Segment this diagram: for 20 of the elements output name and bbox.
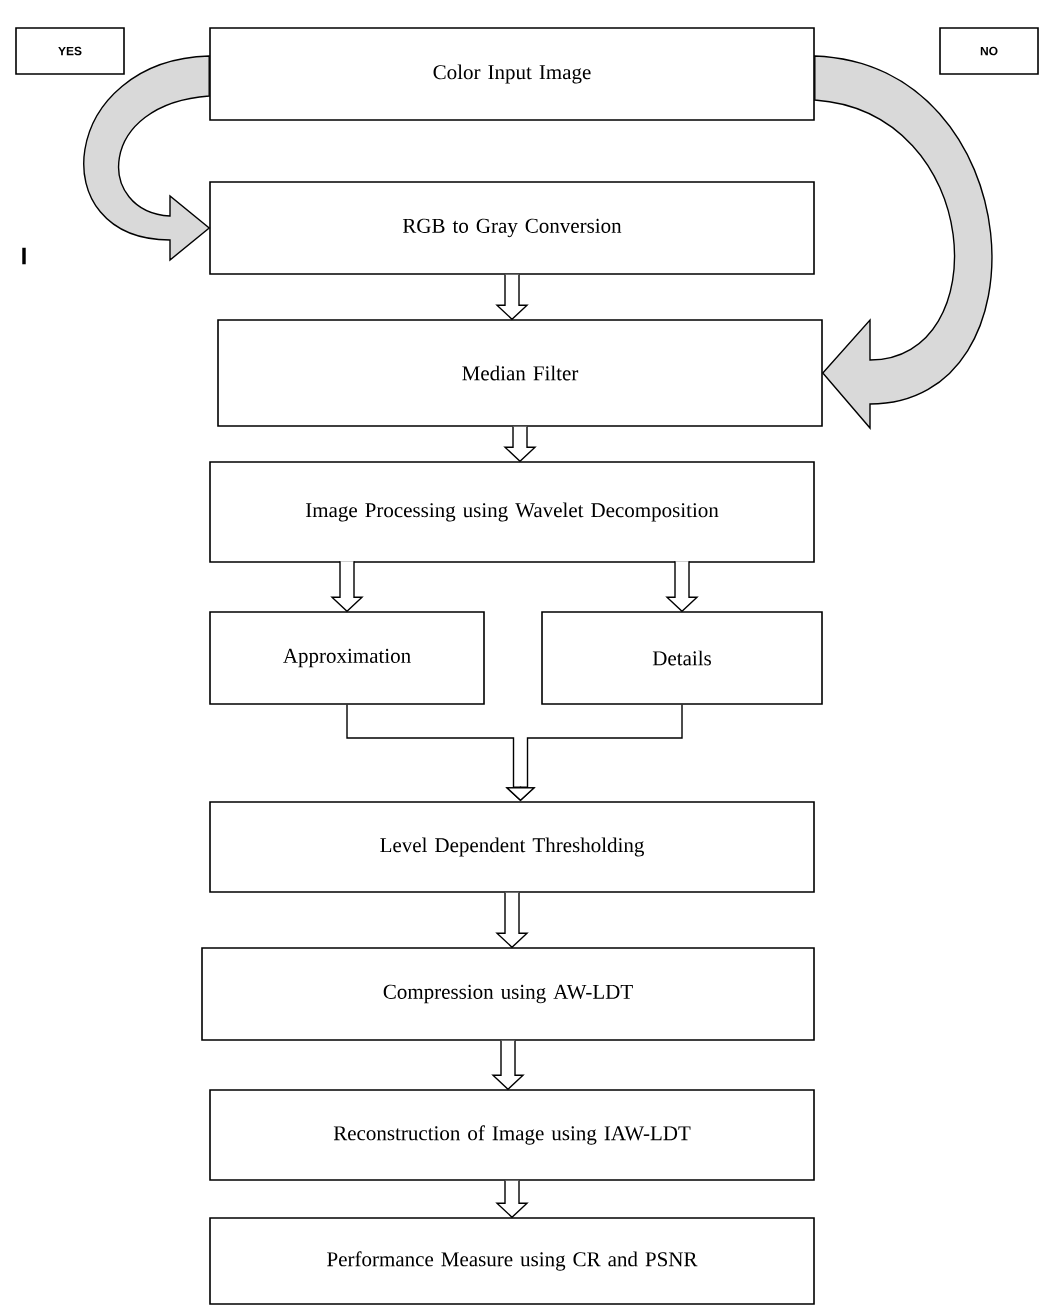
process-box: Details	[541, 611, 823, 705]
block-arrow	[491, 1040, 525, 1091]
process-box: Compression using AW-LDT	[201, 947, 815, 1041]
block-arrow	[495, 1180, 529, 1219]
process-box: Approximation	[209, 611, 485, 705]
process-box: Level Dependent Thresholding	[209, 801, 815, 893]
process-box: RGB to Gray Conversion	[209, 181, 815, 275]
process-box: Image Processing using Wavelet Decomposition	[209, 461, 815, 563]
block-arrow	[495, 274, 529, 321]
curved-arrow	[83, 55, 210, 261]
process-box: Color Input Image	[209, 27, 815, 121]
process-box: Performance Measure using CR and PSNR	[209, 1217, 815, 1305]
stray-mark: I	[22, 247, 26, 265]
block-arrow	[503, 426, 537, 463]
process-box: Median Filter	[217, 319, 823, 427]
process-box: Reconstruction of Image using IAW-LDT	[209, 1089, 815, 1181]
block-arrow	[495, 892, 529, 949]
curved-arrow	[814, 55, 992, 429]
block-arrow	[665, 560, 699, 613]
block-arrow	[330, 560, 364, 613]
